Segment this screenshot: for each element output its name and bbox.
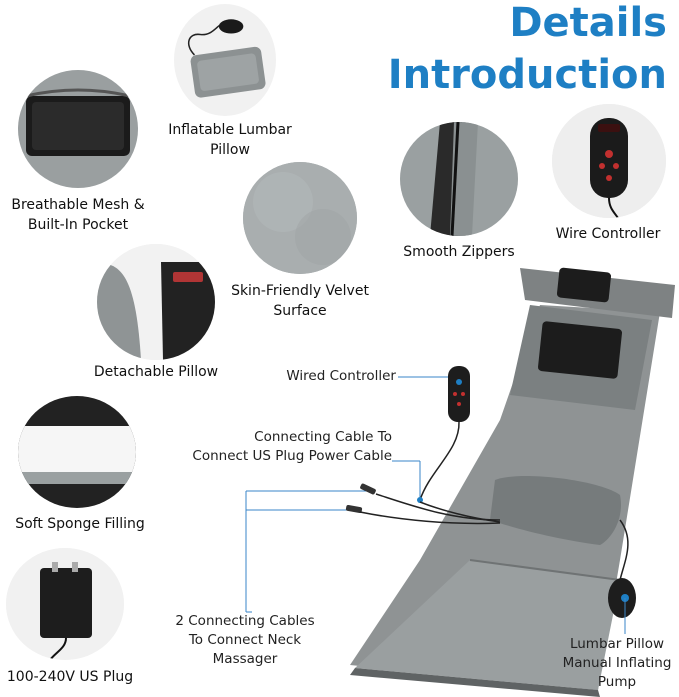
sponge-filling-photo	[18, 396, 136, 508]
velvet-surface-photo	[243, 162, 357, 274]
us-plug-caption: 100-240V US Plug	[6, 669, 134, 685]
sponge-filling-caption: Soft Sponge Filling	[15, 516, 145, 532]
wired-controller-callout: Wired Controller	[286, 368, 396, 384]
heading-line-2: Introduction	[387, 52, 667, 98]
zipper-caption: Smooth Zippers	[403, 244, 515, 260]
zipper-photo	[400, 122, 518, 236]
mesh-pocket-caption: Breathable Mesh & Built-In Pocket	[11, 197, 145, 233]
wire-controller-photo	[552, 104, 666, 218]
neck-cables-line-2: To Connect Neck	[188, 632, 302, 648]
lumbar-pillow-caption: Inflatable Lumbar Pillow	[168, 122, 292, 158]
detachable-pillow-photo	[97, 244, 215, 360]
connecting-cable-callout: Connecting Cable To Connect US Plug Powe…	[160, 428, 392, 466]
lumbar-pillow-photo	[174, 4, 276, 116]
heading-line-1: Details	[509, 0, 667, 46]
neck-cables-callout: 2 Connecting Cables To Connect Neck Mass…	[160, 612, 330, 669]
neck-cables-line-1: 2 Connecting Cables	[175, 613, 315, 629]
detachable-pillow-caption: Detachable Pillow	[93, 364, 219, 380]
mesh-pocket-photo	[18, 70, 138, 188]
inflating-pump-line-3: Pump	[597, 674, 637, 690]
inflating-pump-line-2: Manual Inflating	[562, 655, 672, 671]
velvet-surface-caption: Skin-Friendly Velvet Surface	[231, 283, 369, 319]
connecting-cable-line-1: Connecting Cable To	[254, 429, 392, 445]
connecting-cable-line-2: Connect US Plug Power Cable	[192, 448, 392, 464]
wire-controller-caption: Wire Controller	[555, 226, 661, 242]
neck-cables-line-3: Massager	[212, 651, 278, 667]
us-plug-photo	[6, 548, 124, 660]
inflating-pump-line-1: Lumbar Pillow	[569, 636, 665, 652]
inflating-pump-callout: Lumbar Pillow Manual Inflating Pump	[558, 635, 676, 692]
